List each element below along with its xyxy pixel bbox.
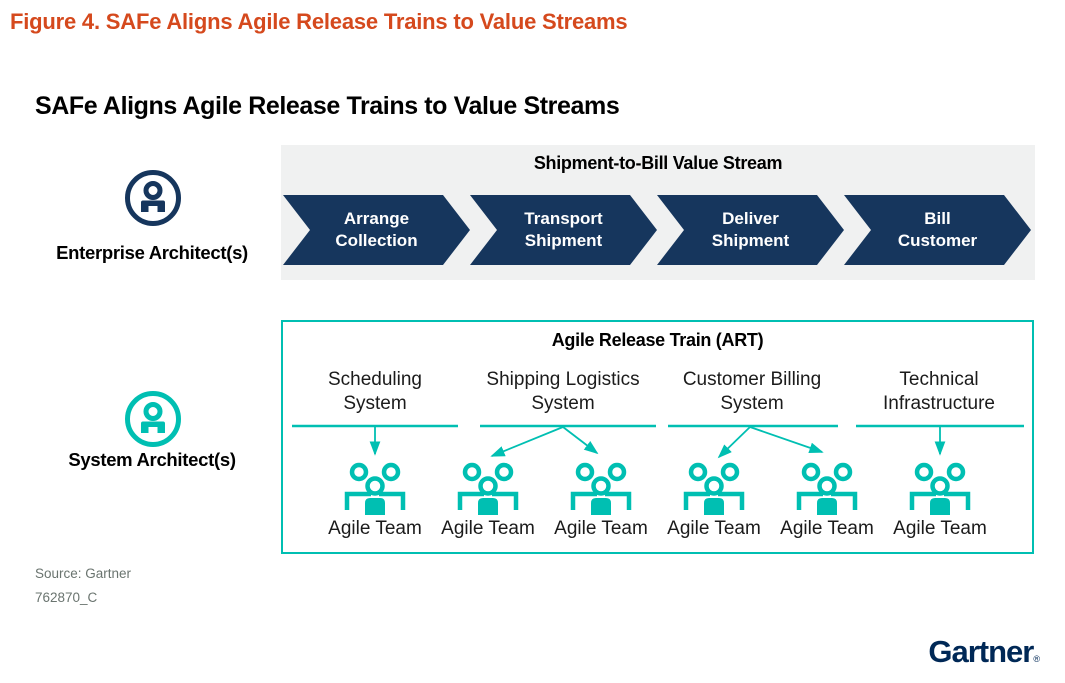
agile-team-icon bbox=[686, 465, 742, 515]
arrow-connector bbox=[749, 426, 824, 453]
agile-team-icon bbox=[912, 465, 968, 515]
chart-title: SAFe Aligns Agile Release Trains to Valu… bbox=[35, 92, 620, 120]
system-label-infrastructure: Technical Infrastructure bbox=[883, 369, 995, 414]
registered-trademark-icon: ® bbox=[1033, 654, 1040, 664]
agile-team-label: Agile Team bbox=[780, 518, 874, 539]
value-stream-title: Shipment-to-Bill Value Stream bbox=[533, 153, 783, 173]
person-body bbox=[141, 421, 165, 433]
document-id: 762870_C bbox=[35, 590, 98, 605]
system-label-billing: Customer Billing System bbox=[682, 369, 822, 414]
person-head bbox=[143, 402, 163, 421]
system-label-scheduling: Scheduling System bbox=[327, 369, 423, 414]
person-head bbox=[143, 181, 163, 200]
icon-circle bbox=[125, 170, 181, 226]
value-stream-chevrons-graphic bbox=[283, 195, 1031, 265]
value-stream-band: Shipment-to-Bill Value Stream Arrange Co… bbox=[281, 145, 1035, 280]
chevron-shape bbox=[283, 195, 470, 265]
chevron-shape bbox=[657, 195, 844, 265]
gartner-logo: Gartner® bbox=[928, 634, 1040, 670]
agile-team-label: Agile Team bbox=[328, 518, 422, 539]
gartner-logo-text: Gartner bbox=[928, 634, 1034, 669]
agile-team-label: Agile Team bbox=[667, 518, 761, 539]
art-box bbox=[281, 320, 1034, 554]
agile-team-label: Agile Team bbox=[441, 518, 535, 539]
agile-team-icon bbox=[460, 465, 516, 515]
chevron-shape bbox=[470, 195, 657, 265]
arrow-connector bbox=[562, 426, 599, 455]
value-stream-step: Deliver Shipment bbox=[711, 209, 790, 250]
value-stream-step: Bill Customer bbox=[897, 209, 978, 250]
enterprise-architect-label: Enterprise Architect(s) bbox=[56, 242, 248, 263]
person-body bbox=[141, 200, 165, 212]
figure-caption: Figure 4. SAFe Aligns Agile Release Trai… bbox=[10, 9, 628, 34]
arrow-connector bbox=[490, 426, 564, 457]
art-title: Agile Release Train (ART) bbox=[551, 330, 764, 350]
value-stream-step: Transport Shipment bbox=[524, 209, 603, 250]
source-attribution: Source: Gartner bbox=[35, 566, 132, 581]
agile-team-label: Agile Team bbox=[893, 518, 987, 539]
art-connectors-and-teams-graphic bbox=[292, 424, 1024, 552]
chevron-shape bbox=[844, 195, 1031, 265]
agile-team-icon bbox=[799, 465, 855, 515]
arrow-connector bbox=[717, 426, 751, 459]
agile-team-icon bbox=[347, 465, 403, 515]
system-label-shipping: Shipping Logistics System bbox=[486, 369, 640, 414]
enterprise-architect-icon bbox=[125, 170, 181, 226]
value-stream-step: Arrange Collection bbox=[335, 209, 418, 250]
system-architect-label: System Architect(s) bbox=[68, 449, 236, 470]
agile-team-icon bbox=[573, 465, 629, 515]
icon-circle bbox=[125, 391, 181, 447]
system-architect-icon bbox=[125, 391, 181, 447]
agile-team-label: Agile Team bbox=[554, 518, 648, 539]
